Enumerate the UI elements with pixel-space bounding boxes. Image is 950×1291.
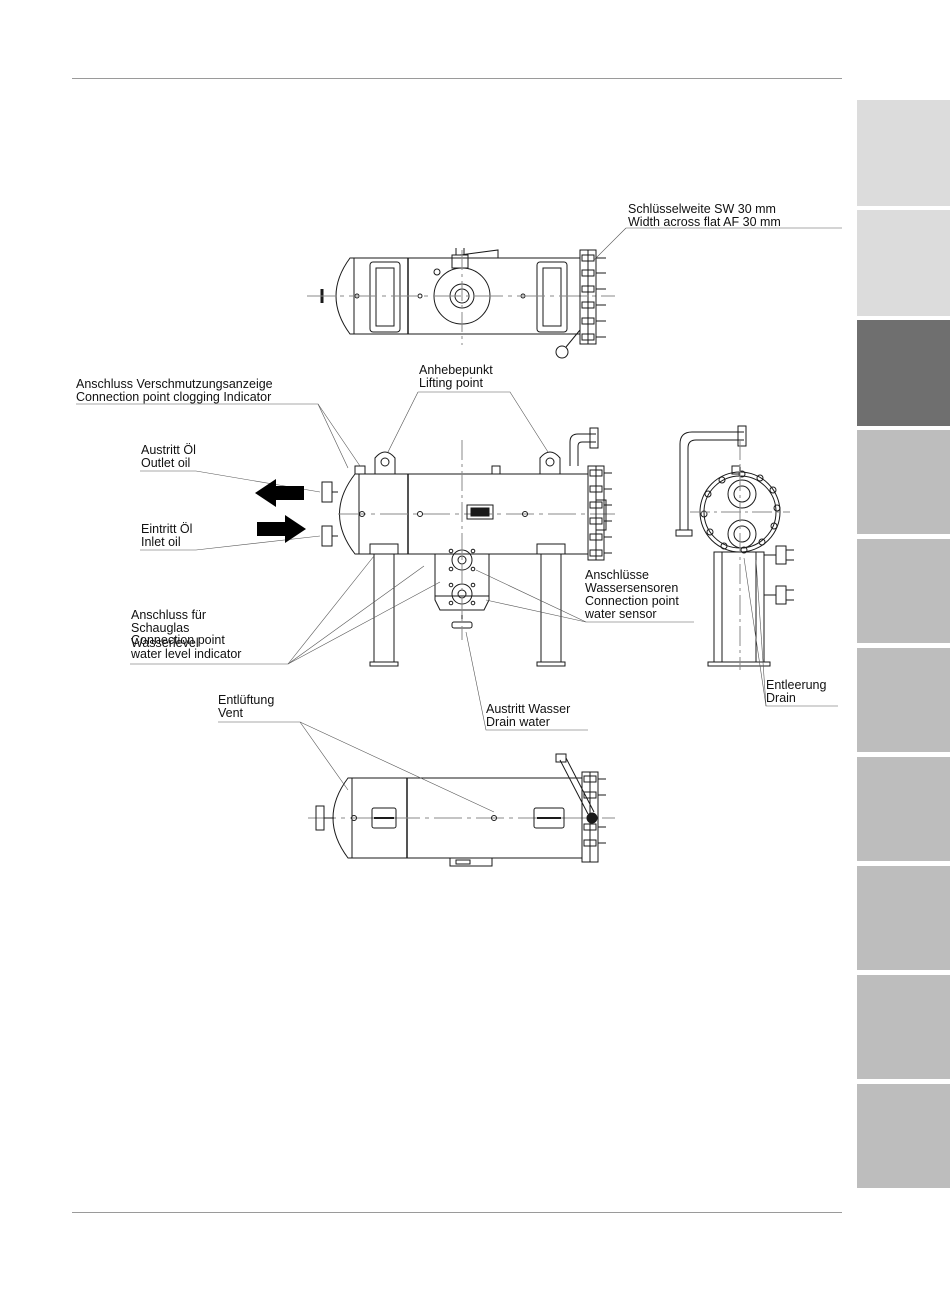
inlet-arrow-icon (257, 515, 306, 543)
label-outlet-oil-de: Austritt Öl (141, 443, 196, 457)
chapter-tab-1[interactable] (857, 100, 950, 206)
chapter-tab-4[interactable] (857, 430, 950, 534)
label-wrench-size-de: Schlüsselweite SW 30 mm (628, 202, 776, 216)
label-drain: Entleerung Drain (766, 679, 826, 705)
leader-lines (76, 227, 842, 813)
label-sight-glass-de2: Schauglas (131, 621, 190, 635)
label-sight-glass-en2: water level indicator (131, 647, 242, 661)
label-vent-en: Vent (218, 706, 244, 720)
label-outlet-oil-en: Outlet oil (141, 456, 191, 470)
chapter-tab-6[interactable] (857, 648, 950, 752)
chapter-tab-7[interactable] (857, 757, 950, 861)
outlet-arrow-icon (255, 479, 304, 507)
label-clogging-indicator-en: Connection point clogging Indicator (76, 390, 272, 404)
label-lifting-point-de: Anhebepunkt (419, 363, 493, 377)
label-drain-water-de: Austritt Wasser (486, 702, 571, 716)
label-water-sensor-de2: Wassersensoren (585, 581, 679, 595)
label-sight-glass-en1: Connection point (131, 633, 225, 647)
label-lifting-point: Anhebepunkt Lifting point (419, 364, 493, 390)
top-view (307, 248, 615, 359)
chapter-tab-8[interactable] (857, 866, 950, 970)
label-sight-glass-de3: Wasserlevel (131, 636, 199, 650)
label-drain-water: Austritt Wasser Drain water (486, 703, 570, 729)
chapter-tab-10[interactable] (857, 1084, 950, 1188)
label-wrench-size-en: Width across flat AF 30 mm (628, 215, 781, 229)
label-lifting-point-en: Lifting point (419, 376, 483, 390)
label-outlet-oil: Austritt Öl Outlet oil (141, 444, 196, 470)
label-water-sensor: Anschlüsse Wassersensoren Connection poi… (585, 569, 679, 621)
label-wrench-size: Schlüsselweite SW 30 mm Width across fla… (628, 203, 781, 229)
label-water-sensor-en2: water sensor (585, 607, 657, 621)
label-vent: Entlüftung Vent (218, 694, 274, 720)
chapter-tab-9[interactable] (857, 975, 950, 1079)
bottom-view (308, 753, 615, 867)
label-water-sensor-en1: Connection point (585, 594, 679, 608)
header-rule (72, 78, 842, 79)
label-drain-en: Drain (766, 691, 796, 705)
footer-rule (72, 1212, 842, 1213)
side-view (675, 425, 794, 670)
label-sight-glass-de1: Anschluss für (131, 608, 207, 622)
label-drain-de: Entleerung (766, 678, 827, 692)
label-drain-water-en: Drain water (486, 715, 550, 729)
chapter-tab-2[interactable] (857, 210, 950, 316)
label-water-sensor-de1: Anschlüsse (585, 568, 649, 582)
label-sight-glass: Anschluss für Schauglas Wasserlevel Conn… (131, 608, 241, 661)
label-inlet-oil-de: Eintritt Öl (141, 522, 193, 536)
label-clogging-indicator: Anschluss Verschmutzungsanzeige Connecti… (76, 378, 273, 404)
label-inlet-oil: Eintritt Öl Inlet oil (141, 523, 192, 549)
chapter-tab-5[interactable] (857, 539, 950, 643)
label-clogging-indicator-de: Anschluss Verschmutzungsanzeige (76, 377, 273, 391)
chapter-tab-3-active[interactable] (857, 320, 950, 426)
label-inlet-oil-en: Inlet oil (141, 535, 181, 549)
front-view (321, 427, 615, 667)
label-vent-de: Entlüftung (218, 693, 275, 707)
